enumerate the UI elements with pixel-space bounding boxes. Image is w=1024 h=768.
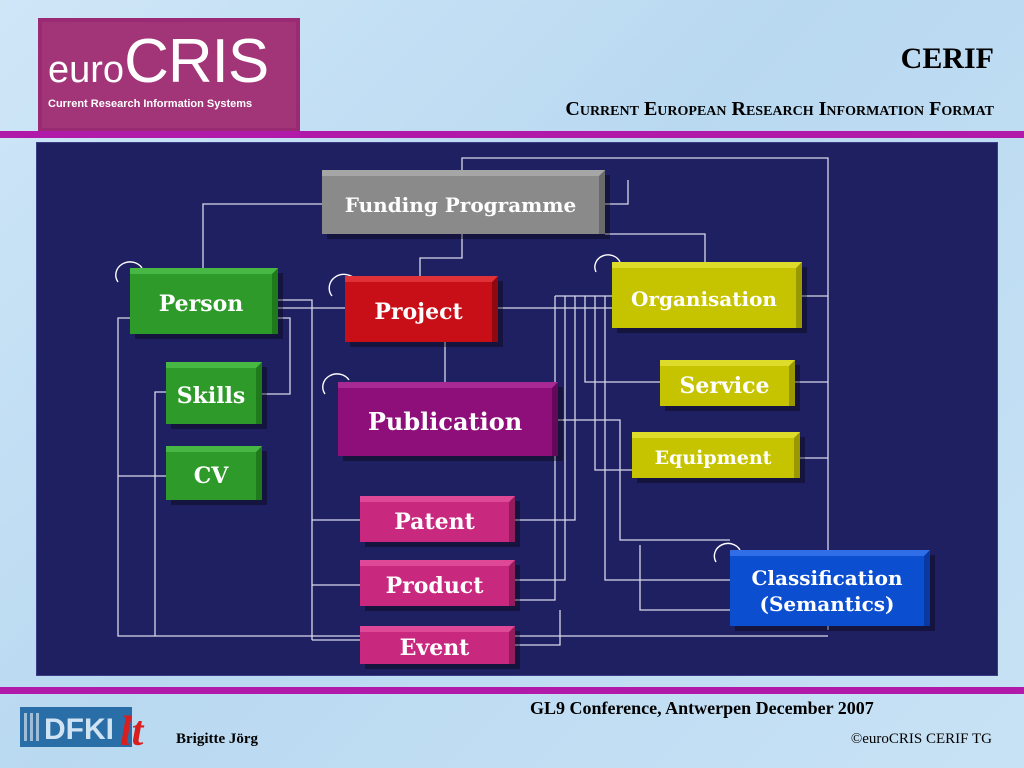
top-divider <box>0 131 1024 138</box>
svg-text:lt: lt <box>120 709 145 751</box>
link-person-down <box>278 299 313 640</box>
link-bus-class <box>604 296 730 581</box>
equipment-box: Equipment <box>632 432 800 478</box>
classification-label-line2: (Semantics) <box>759 592 895 616</box>
link-bus-c <box>515 296 576 521</box>
project-box: Project <box>345 276 498 342</box>
loop-organisation <box>594 254 621 273</box>
product-box: Product <box>360 560 515 606</box>
classification-box: Classification (Semantics) <box>730 550 930 626</box>
dfki-logo: DFKI lt <box>20 707 145 751</box>
person-label: Person <box>158 290 244 317</box>
loop-publication <box>322 373 350 395</box>
cv-label: CV <box>193 462 229 489</box>
logo-euro-text: euro <box>48 49 125 91</box>
link-fp-project <box>419 234 463 278</box>
slide-subtitle: Current European Research Information Fo… <box>565 98 994 120</box>
organisation-box: Organisation <box>612 262 802 328</box>
service-label: Service <box>679 372 770 399</box>
link-bus-service <box>584 296 660 383</box>
logo-background <box>42 22 296 128</box>
person-box: Person <box>130 268 278 334</box>
publication-box: Publication <box>338 382 558 456</box>
skills-box: Skills <box>166 362 262 424</box>
link-skills-left <box>154 391 166 636</box>
loop-classification <box>713 542 741 563</box>
classification-label-line1: Classification <box>751 566 903 590</box>
product-label: Product <box>385 572 484 599</box>
project-label: Project <box>374 298 463 325</box>
loop-person <box>115 261 143 283</box>
link-person-skills <box>262 317 291 395</box>
publication-label: Publication <box>367 407 523 437</box>
funding-programme-label: Funding Programme <box>344 193 577 217</box>
conference-text: GL9 Conference, Antwerpen December 2007 <box>530 698 874 718</box>
svg-text:DFKI: DFKI <box>44 713 114 746</box>
event-box: Event <box>360 626 515 664</box>
eurocris-logo: euroCRIS Current Research Information Sy… <box>38 18 300 132</box>
copyright-text: ©euroCRIS CERIF TG <box>850 731 992 747</box>
link-fp-person <box>202 203 322 268</box>
event-label: Event <box>399 634 470 661</box>
patent-label: Patent <box>394 508 475 535</box>
organisation-label: Organisation <box>631 287 777 311</box>
link-class-lower <box>639 545 730 611</box>
logo-tagline: Current Research Information Systems <box>48 98 253 110</box>
link-pub-class <box>558 419 730 541</box>
cv-box: CV <box>166 446 262 500</box>
logo-cris-text: CRIS <box>124 27 269 96</box>
slide-title: CERIF <box>900 42 994 75</box>
service-box: Service <box>660 360 795 406</box>
link-fp-right <box>605 180 629 205</box>
link-event-right <box>515 610 561 646</box>
skills-label: Skills <box>176 382 246 409</box>
patent-box: Patent <box>360 496 515 542</box>
link-bus-b <box>515 296 566 581</box>
author-text: Brigitte Jörg <box>176 731 259 747</box>
funding-programme-box: Funding Programme <box>322 170 605 234</box>
logo-wordmark: euroCRIS <box>48 26 269 97</box>
equipment-label: Equipment <box>654 446 772 469</box>
bottom-divider <box>0 687 1024 694</box>
link-fp-org <box>605 233 706 262</box>
